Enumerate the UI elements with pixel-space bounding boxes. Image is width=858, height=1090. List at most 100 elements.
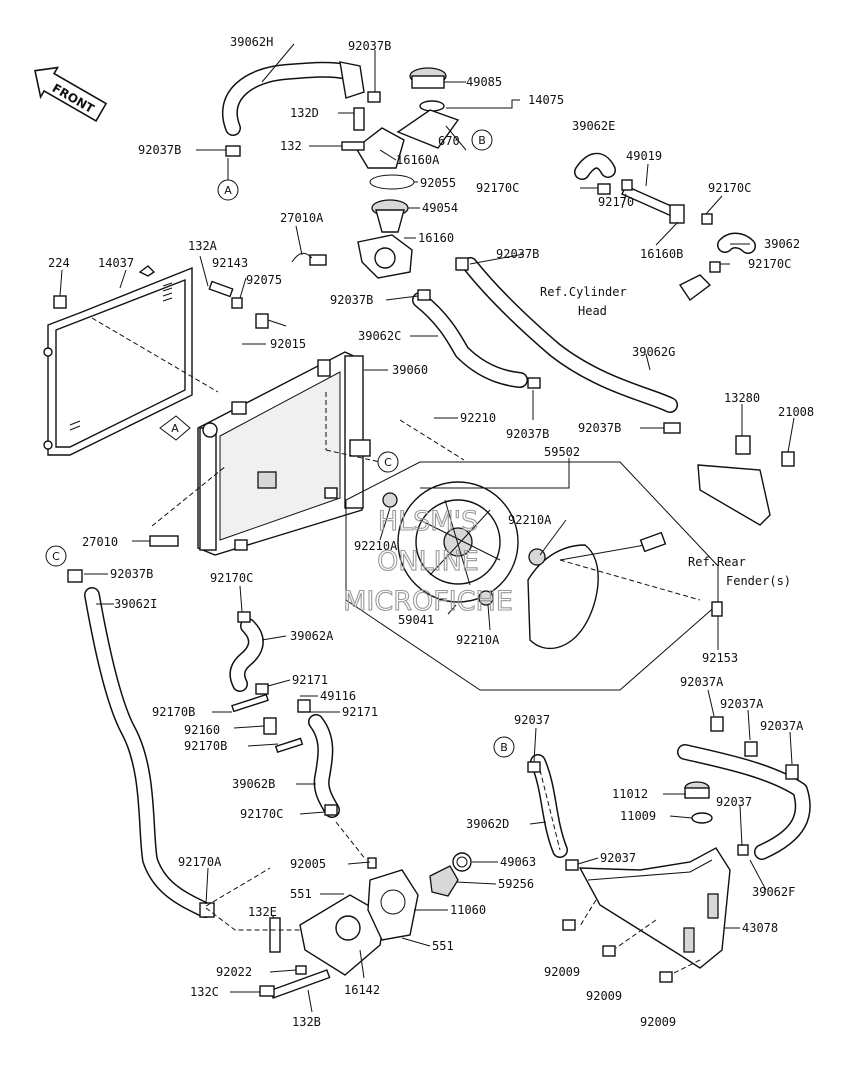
label-49063: 49063 [500, 855, 536, 869]
fan-assembly-59502 [345, 461, 719, 691]
label-92170C-3: 92170C [748, 257, 791, 271]
label-39062E: 39062E [572, 119, 615, 133]
label-39062B: 39062B [232, 777, 275, 791]
label-132C: 132C [190, 985, 219, 999]
label-92170B-1: 92170B [152, 705, 195, 719]
callout-C-radiator: C [377, 451, 399, 473]
hose-39062I [84, 587, 213, 918]
front-arrow-icon: FRONT [34, 66, 108, 123]
reservoir-tank-43078 [578, 847, 731, 969]
label-49054: 49054 [422, 201, 458, 215]
callout-B-top: B [471, 129, 493, 151]
callout-A-top: A [217, 179, 239, 201]
callout-B-hose: B [493, 736, 515, 758]
label-92075: 92075 [246, 273, 282, 287]
label-39062I: 39062I [114, 597, 157, 611]
label-14037: 14037 [98, 256, 134, 270]
radiator-39060 [197, 351, 371, 556]
sensor-27010A [291, 252, 327, 266]
clamp-marks [67, 91, 799, 918]
label-92037B-i: 92037B [110, 567, 153, 581]
label-92171-1: 92171 [292, 673, 328, 687]
label-39062F: 39062F [752, 885, 795, 899]
label-92037A-2: 92037A [720, 697, 764, 711]
label-92009-3: 92009 [640, 1015, 676, 1029]
label-92210A-2: 92210A [508, 513, 552, 527]
svg-text:C: C [52, 550, 60, 563]
hose-39062E [574, 152, 616, 180]
reservoir-cap-11012 [684, 781, 710, 799]
leader-lines [59, 43, 795, 1013]
label-13280: 13280 [724, 391, 760, 405]
bolts [53, 107, 723, 999]
label-16160A: 16160A [396, 153, 440, 167]
label-92037-2: 92037 [716, 795, 752, 809]
filler-neck-14075 [396, 100, 460, 149]
label-92009-2: 92009 [586, 989, 622, 1003]
label-92210A-1: 92210A [354, 539, 398, 553]
cap-gasket-11009 [691, 812, 713, 824]
svg-text:A: A [224, 184, 232, 197]
radiator-shroud-14037 [43, 265, 193, 456]
label-11012: 11012 [612, 787, 648, 801]
hose-39062B [308, 714, 340, 818]
label-11060: 11060 [450, 903, 486, 917]
label-92037B-left: 92037B [138, 143, 181, 157]
thermostat-49054 [371, 199, 409, 233]
label-39062H: 39062H [230, 35, 273, 49]
label-92170C-4: 92170C [210, 571, 253, 585]
ref-cylinder-head-line1: Ref.Cylinder [540, 285, 627, 299]
hose-39062F [677, 744, 811, 860]
label-92170B-2: 92170B [184, 739, 227, 753]
label-92037-1: 92037 [514, 713, 550, 727]
ref-cylinder-head-line2: Head [578, 304, 607, 318]
label-224: 224 [48, 256, 70, 270]
label-92170C-5: 92170C [240, 807, 283, 821]
label-92037A-3: 92037A [760, 719, 804, 733]
label-92005: 92005 [290, 857, 326, 871]
label-551-1: 551 [290, 887, 312, 901]
label-132D: 132D [290, 106, 319, 120]
label-16160: 16160 [418, 231, 454, 245]
label-39062G: 39062G [632, 345, 675, 359]
fitting-ref-cylinder-head [678, 274, 712, 302]
label-92210A-3: 92210A [456, 633, 500, 647]
impeller-59256 [429, 865, 459, 897]
label-43078: 43078 [742, 921, 778, 935]
pump-cover-11060 [367, 869, 419, 941]
label-92170: 92170 [598, 195, 634, 209]
label-59256: 59256 [498, 877, 534, 891]
label-39062C: 39062C [358, 329, 401, 343]
thermostat-housing-16160 [357, 234, 413, 279]
label-59041: 59041 [398, 613, 434, 627]
label-16142: 16142 [344, 983, 380, 997]
label-92170A: 92170A [178, 855, 222, 869]
bracket-13280 [697, 435, 795, 526]
label-132B: 132B [292, 1015, 321, 1029]
label-92037A-1: 92037A [680, 675, 724, 689]
label-27010: 27010 [82, 535, 118, 549]
hose-39062G [462, 257, 678, 413]
label-27010A: 27010A [280, 211, 324, 225]
label-39062: 39062 [764, 237, 800, 251]
label-39062D: 39062D [466, 817, 509, 831]
svg-text:ONLINE: ONLINE [377, 546, 479, 577]
seal-49063 [452, 852, 472, 872]
label-21008: 21008 [778, 405, 814, 419]
label-92210: 92210 [460, 411, 496, 425]
label-132E: 132E [248, 905, 277, 919]
part-labels: 39062H 92037B 49085 14075 132D 670 92037… [48, 35, 814, 1029]
label-92037-3: 92037 [600, 851, 636, 865]
label-132A: 132A [188, 239, 218, 253]
label-11009: 11009 [620, 809, 656, 823]
hose-39062A [229, 618, 264, 692]
svg-text:A: A [171, 422, 179, 435]
hose-39062 [717, 232, 756, 254]
label-49085: 49085 [466, 75, 502, 89]
label-14075: 14075 [528, 93, 564, 107]
label-92037B-hose: 92037B [330, 293, 373, 307]
dashed-lines [91, 317, 701, 975]
water-pump-16142 [299, 894, 386, 976]
label-92037B-top: 92037B [348, 39, 391, 53]
label-92022: 92022 [216, 965, 252, 979]
